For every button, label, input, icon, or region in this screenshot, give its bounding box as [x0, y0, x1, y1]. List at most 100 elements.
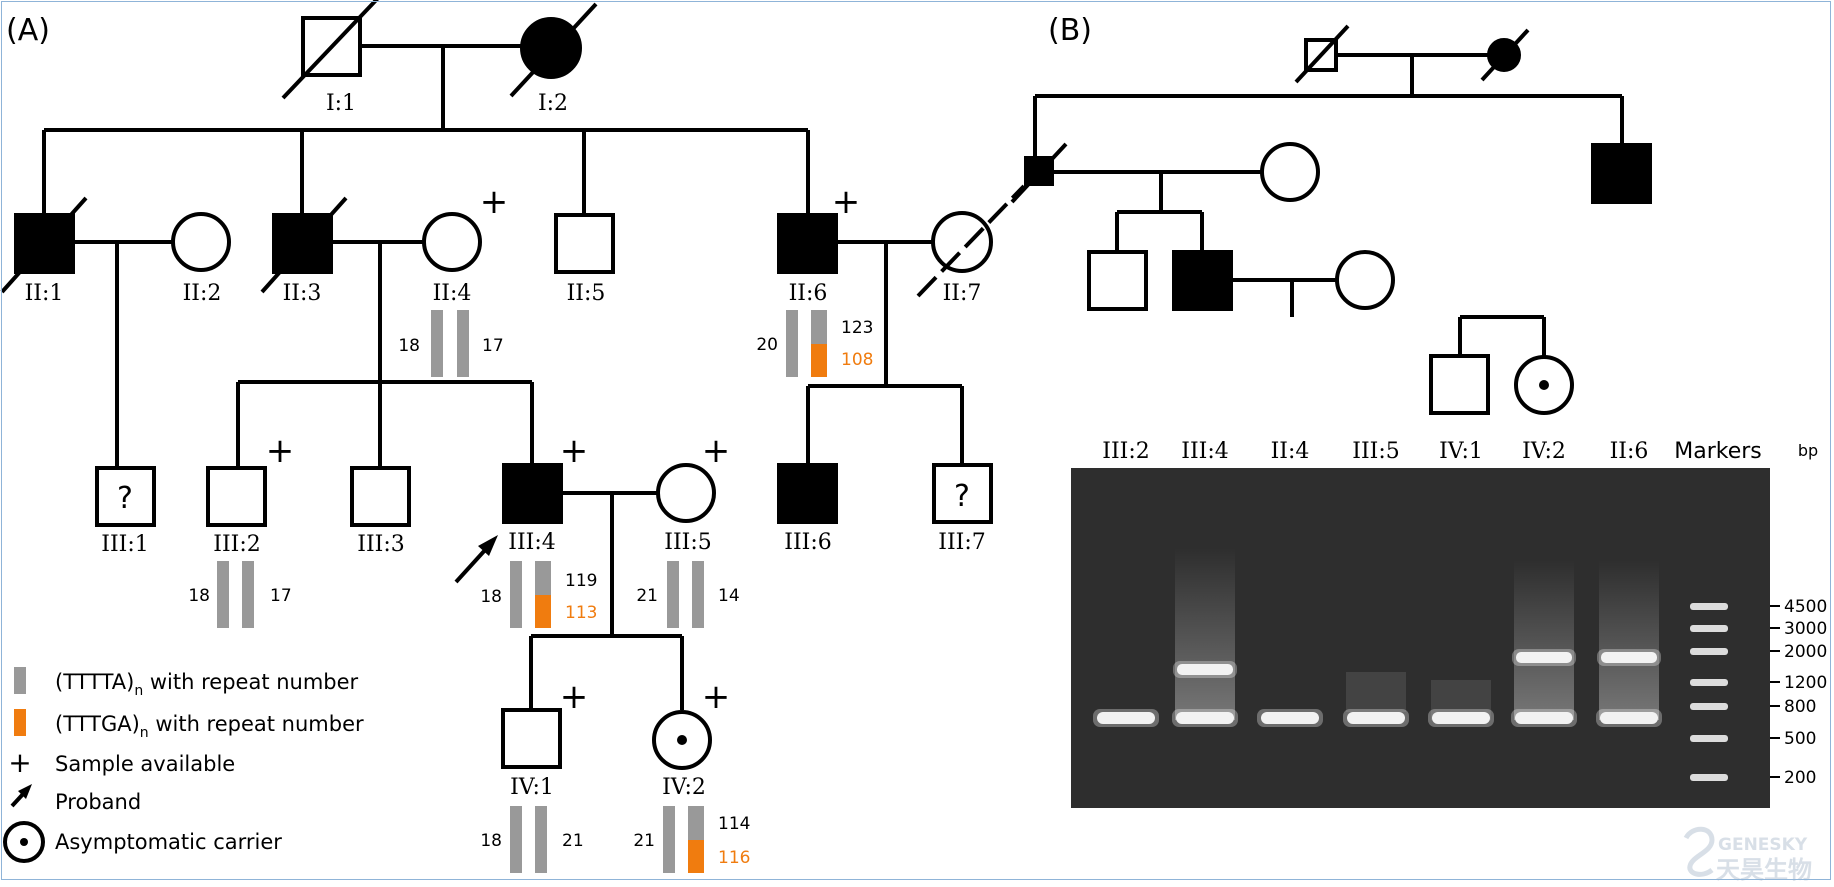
individual-iv1[interactable]	[501, 708, 562, 769]
allele-bar-iii4-left	[510, 561, 522, 628]
watermark-logo: GENESKY 天昊生物	[1683, 826, 1812, 884]
label-i1: I:1	[326, 91, 356, 116]
allele-iii2-left: 18	[188, 586, 210, 606]
ladder-band-3	[1690, 648, 1728, 655]
pedigree-b-lines	[1033, 53, 1624, 356]
allele-iii4-left: 18	[480, 587, 502, 607]
individual-iii6[interactable]	[777, 463, 838, 524]
panel-b-son-unaffected[interactable]	[1087, 250, 1148, 311]
allele-iv2-left: 21	[633, 831, 655, 851]
allele-iii5-right: 14	[718, 586, 740, 606]
ladder-label-3: 2000	[1784, 642, 1827, 662]
plus-ii6: +	[832, 182, 861, 222]
proband-arrow	[454, 535, 498, 584]
plus-iii2: +	[266, 431, 295, 471]
ladder-label-7: 200	[1784, 768, 1816, 788]
deceased-slash-ii7	[916, 184, 1026, 298]
gel-band-main-core-2	[1176, 712, 1234, 724]
allele-bar-iii5-right	[692, 561, 704, 628]
gel-band-upper-core-2	[1516, 652, 1572, 663]
lane-label-7: II:6	[1610, 439, 1649, 464]
label-iii1: III:1	[101, 532, 148, 557]
gel-smear-3	[1599, 560, 1659, 720]
panel-b-son-affected[interactable]	[1172, 250, 1233, 311]
individual-ii4[interactable]	[422, 212, 482, 272]
allele-iv2-right: 114	[718, 814, 750, 834]
individual-iii7[interactable]	[932, 463, 993, 524]
individual-ii6[interactable]	[777, 213, 838, 274]
individual-iii2[interactable]	[206, 466, 267, 527]
legend: (TTTTA)n with repeat number (TTTGA)n wit…	[3, 667, 364, 863]
deceased-slash-i2	[509, 2, 598, 98]
allele-iii2-right: 17	[270, 586, 292, 606]
panel-b-spouse[interactable]	[1335, 250, 1395, 310]
allele-bars	[217, 310, 827, 873]
allele-iv2-tttga: 116	[718, 848, 750, 868]
carrier-dot-iv2	[677, 735, 687, 745]
allele-bar-ii4-left	[431, 310, 443, 377]
individual-iii5[interactable]	[656, 463, 716, 523]
lane-label-3: II:4	[1271, 439, 1310, 464]
allele-iii4-tttga: 113	[565, 603, 597, 623]
allele-bar-iii4-right-tttga	[535, 595, 551, 628]
label-i2: I:2	[538, 91, 568, 116]
label-iii3: III:3	[357, 532, 404, 557]
individual-iii1[interactable]	[95, 466, 156, 527]
ladder-label-2: 3000	[1784, 619, 1827, 639]
label-iii7: III:7	[938, 530, 985, 555]
pedigree-a-lines	[42, 44, 964, 710]
legend-proband: Proband	[55, 790, 141, 814]
legend-arrow-icon	[10, 784, 32, 808]
gel-smear-2	[1514, 560, 1574, 720]
label-iii2: III:2	[213, 532, 260, 557]
legend-swatch-tttta	[14, 667, 26, 694]
lane-label-markers: Markers	[1674, 439, 1762, 464]
allele-bar-ii6-right	[811, 310, 827, 344]
ladder-label-6: 500	[1784, 729, 1816, 749]
plus-iii5: +	[702, 431, 731, 471]
legend-plus-icon: +	[8, 746, 31, 779]
gel-band-main-core-1	[1097, 712, 1155, 724]
ladder-labels: 4500 3000 2000 1200 800 500 200	[1784, 597, 1827, 788]
label-ii1: II:1	[25, 281, 64, 306]
allele-iv1-right: 21	[562, 831, 584, 851]
individual-ii5[interactable]	[554, 213, 615, 274]
allele-ii6-left: 20	[756, 335, 778, 355]
gel-band-main-core-6	[1515, 712, 1573, 724]
gel-band-upper-core-1	[1177, 664, 1233, 675]
sample-available-marks: + + + + + + +	[266, 182, 861, 717]
ladder-label-5: 800	[1784, 697, 1816, 717]
individual-iii4[interactable]	[502, 463, 563, 524]
gel-lane-labels: III:2 III:4 II:4 III:5 IV:1 IV:2 II:6 Ma…	[1102, 439, 1762, 464]
allele-iv1-left: 18	[480, 831, 502, 851]
panel-b-uncle[interactable]	[1591, 143, 1652, 204]
ladder-ticks	[1770, 605, 1780, 778]
panel-label-b: (B)	[1048, 13, 1092, 48]
panel-label-a: (A)	[6, 13, 50, 48]
allele-bar-iii2-left	[217, 561, 229, 628]
watermark-swirl-icon	[1683, 826, 1715, 877]
individual-i2[interactable]	[520, 17, 582, 79]
legend-sample: Sample available	[55, 752, 235, 776]
ladder-label-1: 4500	[1784, 597, 1827, 617]
gel-smear-1	[1175, 548, 1235, 720]
allele-bar-iii2-right	[242, 561, 254, 628]
allele-bar-iv2-right	[688, 806, 704, 840]
panel-b-grandson[interactable]	[1429, 354, 1490, 415]
allele-ii4-left: 18	[398, 336, 420, 356]
unknown-mark-iii7: ?	[954, 479, 970, 514]
gel-band-main-core-4	[1347, 712, 1405, 724]
individual-ii7[interactable]	[931, 211, 993, 273]
individual-ii2[interactable]	[171, 212, 231, 272]
individual-iii3[interactable]	[350, 466, 411, 527]
deceased-slash-ii1	[0, 196, 88, 294]
pedigree-a-individuals	[0, 0, 1026, 770]
legend-tttta: (TTTTA)n with repeat number	[55, 670, 359, 699]
panel-b-mother[interactable]	[1260, 142, 1320, 202]
ladder-band-4	[1690, 679, 1728, 686]
panel-b-father-slash	[1010, 142, 1068, 204]
gel-band-main-core-7	[1600, 712, 1658, 724]
allele-bar-iv1-left	[510, 806, 522, 873]
